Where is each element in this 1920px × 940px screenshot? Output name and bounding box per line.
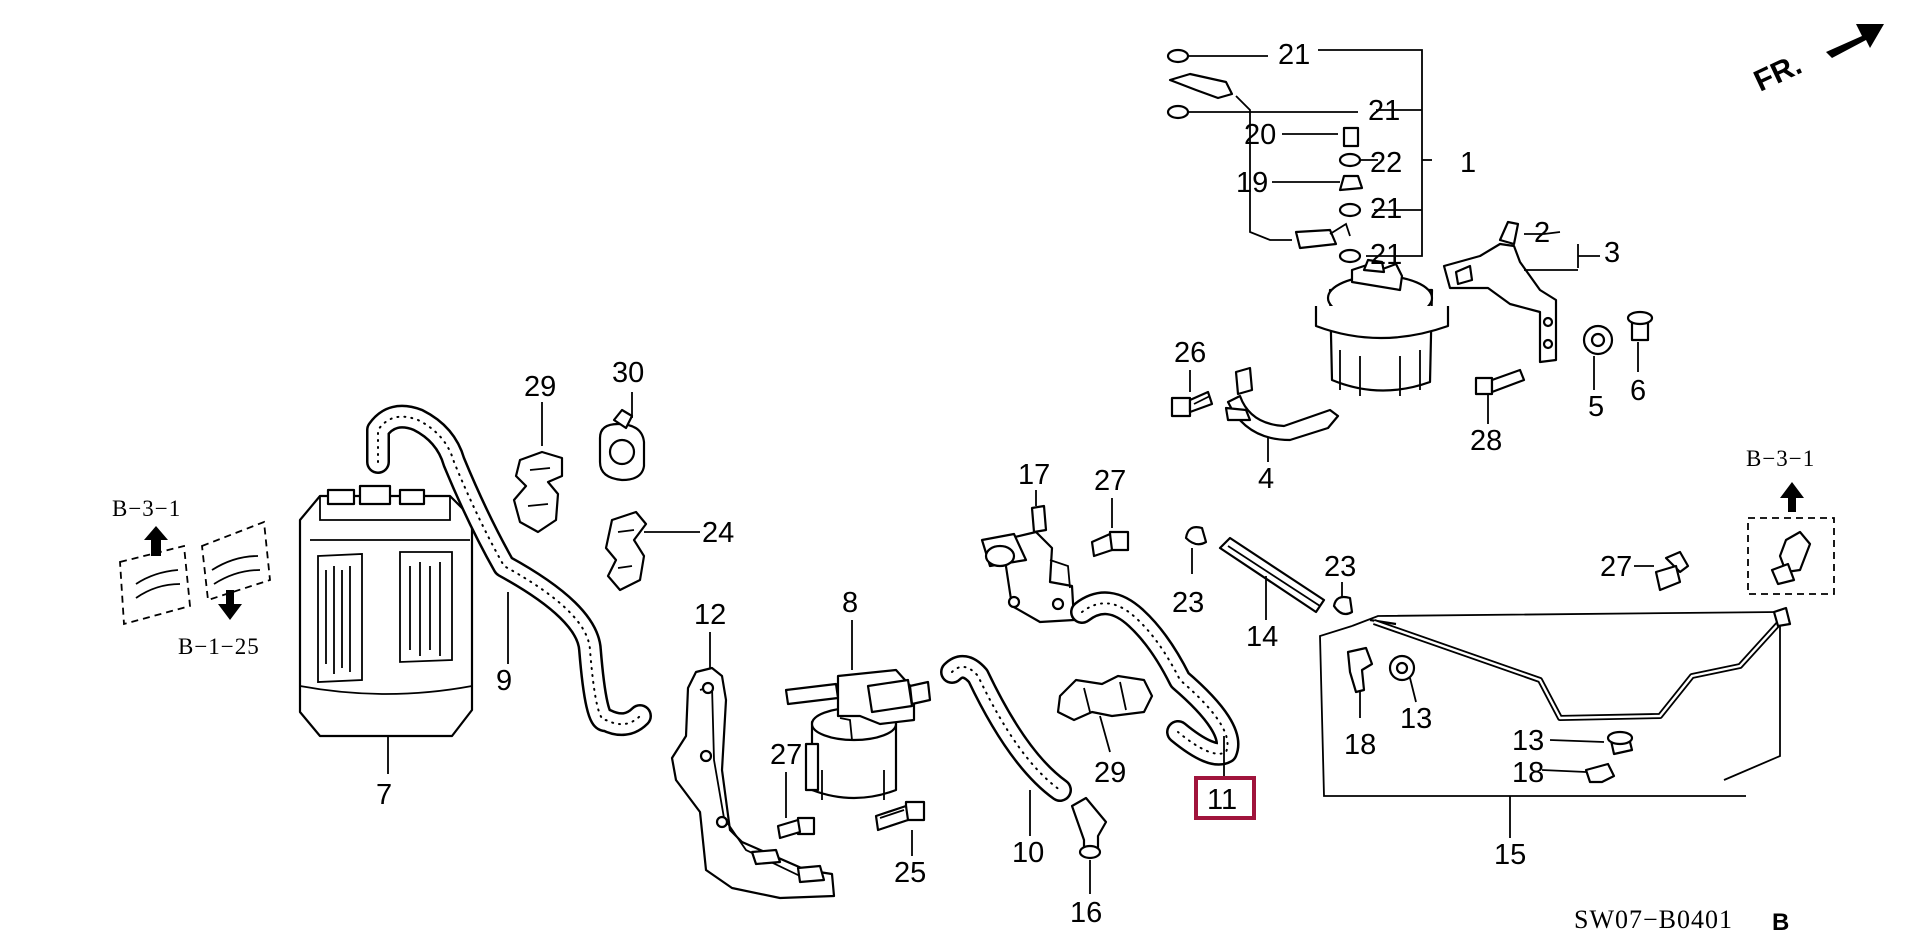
callout-labels: 21 21 20 22 1 19 21 21 2 3 26 5 6 4 28 2… <box>376 39 1646 929</box>
fitting-16 <box>1070 796 1108 860</box>
fuel-filter-assembly <box>1166 48 1450 396</box>
bolt-26 <box>1170 370 1214 418</box>
highlight-box <box>1194 776 1256 820</box>
callout-13: 13 <box>1512 725 1544 757</box>
callout-8: 8 <box>842 587 858 619</box>
callout-13: 13 <box>1400 703 1432 735</box>
callout-15: 15 <box>1494 839 1526 871</box>
up-arrow-icon <box>1780 482 1804 512</box>
callout-22: 22 <box>1370 147 1402 179</box>
callout-30: 30 <box>612 357 644 389</box>
callout-1: 1 <box>1460 147 1476 179</box>
drawing-code: SW07−B0401 <box>1574 905 1733 934</box>
valve-17 <box>980 504 1076 624</box>
bracket-12 <box>670 666 836 900</box>
hose-9 <box>366 404 652 737</box>
callout-26: 26 <box>1174 337 1206 369</box>
callout-29: 29 <box>1094 757 1126 789</box>
pipe-15-assembly <box>1319 606 1792 838</box>
hose-11 <box>1070 591 1240 766</box>
clip-24 <box>604 510 648 592</box>
callout-5: 5 <box>1588 391 1604 423</box>
callout-21: 21 <box>1368 95 1400 127</box>
left-reference-group <box>119 520 271 626</box>
bolt-27-mid <box>1090 530 1130 558</box>
front-marker-text: FR. <box>1749 48 1807 98</box>
front-direction-marker: FR. <box>1749 24 1884 98</box>
down-arrow-icon <box>218 590 242 620</box>
callout-11: 11 <box>1207 784 1237 816</box>
cap-6 <box>1626 310 1654 342</box>
filter-clamp-strap <box>1224 366 1340 442</box>
reference-b-3-1-left: B−3−1 <box>112 496 181 521</box>
clamp-23-right <box>1332 595 1354 616</box>
callout-21: 21 <box>1370 239 1402 271</box>
evap-canister <box>298 484 474 738</box>
bolt-27-right <box>1634 550 1690 592</box>
callout-16: 16 <box>1070 897 1102 929</box>
callout-18: 18 <box>1344 729 1376 761</box>
callout-23: 23 <box>1324 551 1356 583</box>
callout-10: 10 <box>1012 837 1044 869</box>
callout-21: 21 <box>1278 39 1310 71</box>
callout-17: 17 <box>1018 459 1050 491</box>
callout-23: 23 <box>1172 587 1204 619</box>
drawing-suffix: B <box>1772 909 1789 936</box>
clamp-23-left <box>1184 526 1208 546</box>
callout-12: 12 <box>694 599 726 631</box>
callout-25: 25 <box>894 857 926 889</box>
right-reference-group <box>1747 482 1835 595</box>
callout-6: 6 <box>1630 375 1646 407</box>
callout-27: 27 <box>1600 551 1632 583</box>
callout-27: 27 <box>1094 465 1126 497</box>
callout-2: 2 <box>1534 217 1550 249</box>
bolt-27-lower <box>776 816 816 840</box>
filter-mounting-bracket <box>1442 220 1600 364</box>
bolt-28 <box>1474 368 1526 396</box>
clip-30 <box>598 408 646 482</box>
bolt-25 <box>874 800 926 832</box>
callout-27: 27 <box>770 739 802 771</box>
callout-21: 21 <box>1370 193 1402 225</box>
callout-19: 19 <box>1236 167 1268 199</box>
purge-solenoid-8 <box>784 668 932 800</box>
hose-10 <box>940 654 1072 802</box>
callout-4: 4 <box>1258 463 1274 495</box>
reference-b-3-1-right: B−3−1 <box>1746 446 1815 471</box>
callout-3: 3 <box>1604 237 1620 269</box>
grommet-5 <box>1582 324 1614 356</box>
hose-14 <box>1218 536 1326 620</box>
clip-29-upper <box>512 450 564 534</box>
clip-29-lower <box>1056 674 1154 722</box>
callout-14: 14 <box>1246 621 1278 653</box>
front-arrow-icon <box>1826 24 1884 58</box>
callout-24: 24 <box>702 517 734 549</box>
callout-28: 28 <box>1470 425 1502 457</box>
up-arrow-icon <box>144 526 168 556</box>
callout-20: 20 <box>1244 119 1276 151</box>
callout-9: 9 <box>496 665 512 697</box>
highlighted-callout-11[interactable]: 11 <box>1194 776 1256 820</box>
callout-29: 29 <box>524 371 556 403</box>
reference-b-1-25: B−1−25 <box>178 634 260 659</box>
callout-18: 18 <box>1512 757 1544 789</box>
callout-7: 7 <box>376 779 392 811</box>
